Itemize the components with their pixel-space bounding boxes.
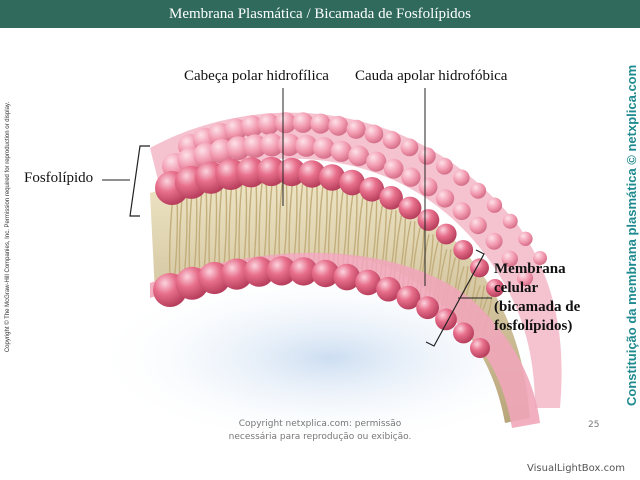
fatty-acid-tail bbox=[218, 184, 223, 270]
phospholipid-head bbox=[379, 186, 403, 210]
phospholipid-head-back bbox=[518, 231, 533, 246]
phospholipid-head-back bbox=[292, 112, 314, 133]
source-vertical: Constituição da membrana plasmática © ne… bbox=[624, 64, 639, 406]
label-apolar-tail: Cauda apolar hidrofóbica bbox=[355, 68, 508, 84]
phospholipid-head-back bbox=[436, 157, 453, 175]
fatty-acid-tail bbox=[258, 180, 263, 265]
bilayer-illustration bbox=[90, 88, 570, 448]
page-number: 25 bbox=[588, 420, 600, 430]
phospholipid-head bbox=[453, 322, 474, 344]
phospholipid-head-back bbox=[401, 167, 421, 187]
phospholipid-head-back bbox=[501, 250, 518, 267]
phospholipid-head-back bbox=[453, 169, 470, 186]
phospholipid-head bbox=[417, 209, 440, 231]
phospholipid-head-back bbox=[330, 140, 352, 162]
phospholipid-head bbox=[277, 157, 306, 187]
phospholipid-head-back bbox=[366, 151, 387, 172]
phospholipid-head-back bbox=[382, 130, 401, 150]
copyright-vertical: Copyright © The McGraw-Hill Companies, I… bbox=[5, 101, 11, 353]
lower-front-heads bbox=[153, 256, 490, 358]
phospholipid-head-back bbox=[346, 119, 366, 139]
phospholipid-head bbox=[398, 196, 422, 220]
phospholipid-bracket bbox=[129, 145, 150, 217]
phospholipid-head-back bbox=[243, 134, 267, 158]
phospholipid-head bbox=[221, 258, 253, 290]
phospholipid-head bbox=[339, 169, 365, 196]
phospholipid-head-back bbox=[295, 134, 318, 157]
phospholipid-head bbox=[470, 258, 489, 278]
phospholipid-head bbox=[486, 279, 504, 297]
phospholipid-head bbox=[435, 223, 457, 245]
footer-copyright: Copyright netxplica.com: permissão neces… bbox=[200, 418, 440, 444]
phospholipid-head bbox=[289, 257, 318, 286]
upper-front-heads bbox=[155, 156, 504, 297]
phospholipid-head-back bbox=[364, 124, 384, 144]
fatty-acid-tail bbox=[248, 181, 253, 266]
phospholipid-head-back bbox=[260, 133, 284, 157]
footer-line2: necessária para reprodução ou exibição. bbox=[228, 432, 412, 442]
phospholipid-head-back bbox=[502, 213, 518, 229]
phospholipid-head-back bbox=[435, 189, 455, 208]
phospholipid-head bbox=[244, 256, 275, 287]
phospholipid-head-back bbox=[486, 197, 503, 213]
hydrophobic-core bbox=[150, 174, 530, 423]
label-phospholipid: Fosfolípido bbox=[24, 170, 94, 186]
phospholipid-head-back bbox=[517, 270, 533, 286]
phospholipid-head-back bbox=[310, 113, 331, 134]
phospholipid-head-back bbox=[469, 216, 487, 235]
phospholipid-head-back bbox=[348, 145, 370, 167]
label-membrane-line2: celular bbox=[494, 280, 539, 296]
phospholipid-head-back bbox=[312, 137, 335, 159]
phospholipid-head bbox=[435, 308, 457, 331]
fatty-acid-tail bbox=[242, 181, 248, 267]
phospholipid-head bbox=[470, 338, 490, 358]
phospholipid-head bbox=[311, 259, 340, 288]
label-membrane-line4: fosfolípidos) bbox=[494, 318, 573, 334]
title-bar: Membrana Plasmática / Bicamada de Fosfol… bbox=[0, 0, 640, 28]
footer-line1: Copyright netxplica.com: permissão bbox=[238, 419, 402, 429]
diagram-stage: Cabeça polar hidrofílica Cauda apolar hi… bbox=[0, 28, 640, 480]
phospholipid-head-back bbox=[240, 115, 263, 138]
phospholipid-head bbox=[318, 164, 346, 191]
phospholipid-head bbox=[359, 177, 385, 202]
membrane-bracket bbox=[425, 249, 485, 347]
page-title: Membrana Plasmática / Bicamada de Fosfol… bbox=[168, 5, 471, 22]
phospholipid-head-back bbox=[275, 112, 297, 134]
phospholipid-head bbox=[416, 296, 439, 320]
label-membrane-line1: Membrana bbox=[494, 261, 566, 277]
label-polar-head: Cabeça polar hidrofílica bbox=[184, 68, 329, 84]
label-cell-membrane: Membrana celular (bicamada de fosfolípid… bbox=[494, 260, 580, 336]
phospholipid-head bbox=[256, 156, 286, 187]
phospholipid-head-back bbox=[533, 251, 547, 265]
phospholipid-head-back bbox=[328, 115, 349, 136]
phospholipid-head-back bbox=[400, 138, 419, 157]
phospholipid-head bbox=[376, 276, 401, 302]
phospholipid-head-back bbox=[418, 147, 436, 165]
upper-back-heads bbox=[162, 112, 547, 286]
fatty-acid-tail bbox=[198, 188, 203, 275]
phospholipid-head bbox=[266, 256, 297, 286]
phospholipid-head bbox=[355, 269, 381, 296]
phospholipid-head-back bbox=[485, 232, 503, 250]
fatty-acid-tail bbox=[222, 184, 228, 270]
phospholipid-head bbox=[333, 263, 361, 291]
phospholipid-head-back bbox=[452, 202, 471, 221]
phospholipid-head bbox=[298, 160, 326, 188]
watermark: VisualLightBox.com bbox=[527, 463, 625, 474]
phospholipid-head-back bbox=[470, 182, 487, 199]
lower-layer-surface bbox=[150, 252, 540, 428]
phospholipid-head bbox=[396, 285, 421, 310]
fatty-acid-tail bbox=[228, 183, 233, 269]
fatty-acid-tail bbox=[238, 181, 243, 267]
phospholipid-head bbox=[453, 240, 474, 260]
label-membrane-line3: (bicamada de bbox=[494, 299, 581, 315]
upper-layer-back-surface bbox=[150, 112, 562, 409]
phospholipid-head-back bbox=[383, 158, 404, 179]
phospholipid-head-back bbox=[418, 177, 438, 197]
phospholipid-head-back bbox=[257, 113, 280, 135]
